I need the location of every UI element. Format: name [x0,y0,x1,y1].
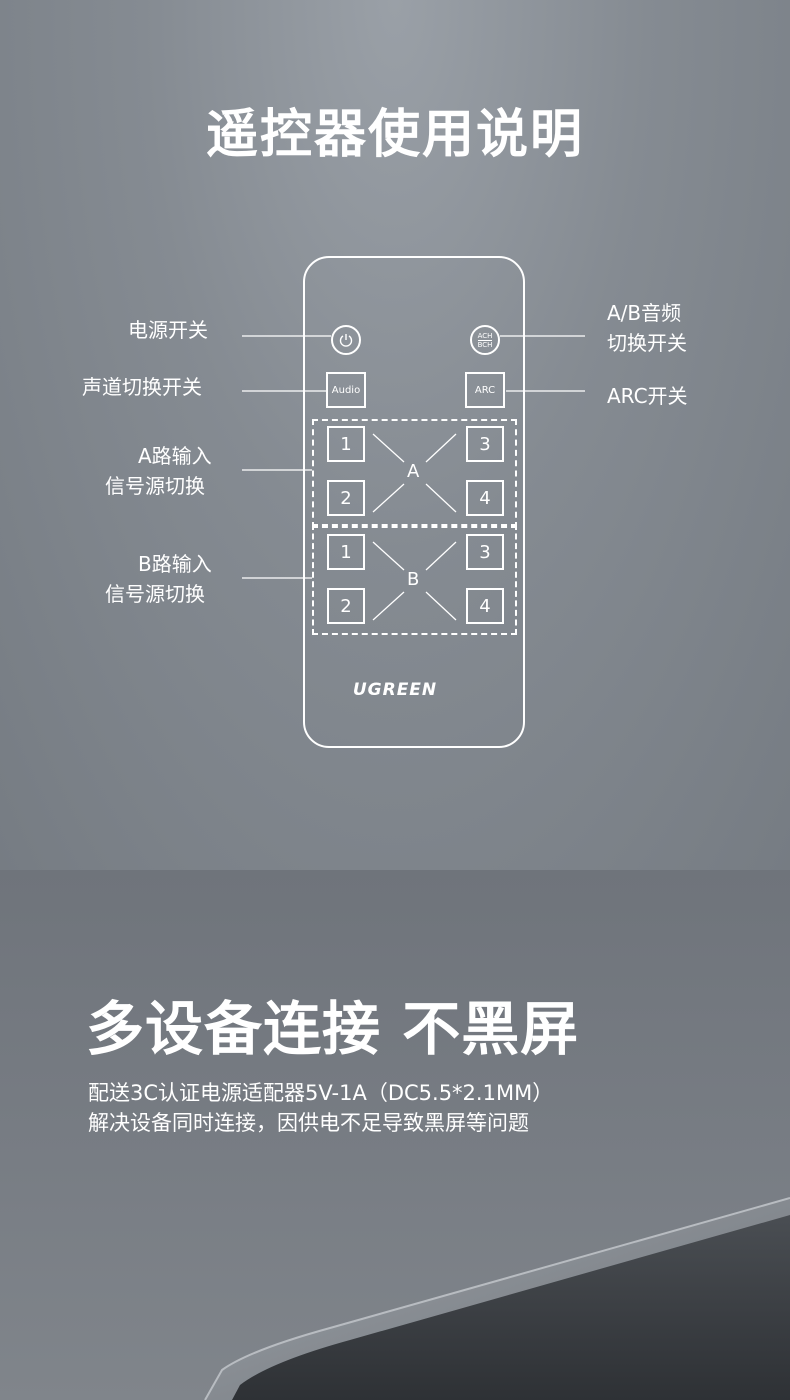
power-icon [339,334,353,347]
remote-section [0,0,790,870]
remote-control [303,256,525,748]
a-key-3[interactable]: 3 [466,426,504,462]
b-key-4[interactable]: 4 [466,588,504,624]
a-key-4[interactable]: 4 [466,480,504,516]
label-arc-switch: ARC开关 [607,384,688,408]
desc-line-1: 配送3C认证电源适配器5V-1A（DC5.5*2.1MM） [88,1081,554,1105]
label-ab-audio-2: 切换开关 [607,331,687,355]
power-button[interactable] [331,325,361,355]
arc-button[interactable]: ARC [465,372,505,408]
ach-bch-button[interactable]: ACH BCH [470,325,500,355]
ugreen-logo: UGREEN [352,680,438,700]
b-key-3[interactable]: 3 [466,534,504,570]
a-key-1[interactable]: 1 [327,426,365,462]
b-key-1[interactable]: 1 [327,534,365,570]
label-b-input-1: B路输入 [138,552,212,576]
group-b-letter: B [407,569,420,590]
label-a-input-2: 信号源切换 [105,474,205,498]
label-b-input-2: 信号源切换 [105,582,205,606]
group-a-box [312,419,517,528]
label-power: 电源开关 [128,318,208,342]
label-a-input-1: A路输入 [138,444,212,468]
group-a-letter: A [407,461,420,482]
group-b-box [312,524,517,635]
page-title: 遥控器使用说明 [205,105,584,165]
ach-label: ACH [477,331,493,340]
b-key-2[interactable]: 2 [327,588,365,624]
bch-label: BCH [477,339,493,349]
a-key-2[interactable]: 2 [327,480,365,516]
label-ab-audio-1: A/B音频 [607,301,682,325]
callout-lines [242,335,585,621]
audio-button[interactable]: Audio [326,372,366,408]
label-channel-switch: 声道切换开关 [82,375,202,399]
desc-line-2: 解决设备同时连接，因供电不足导致黑屏等问题 [88,1111,529,1135]
section-title: 多设备连接 不黑屏 [86,995,580,1063]
